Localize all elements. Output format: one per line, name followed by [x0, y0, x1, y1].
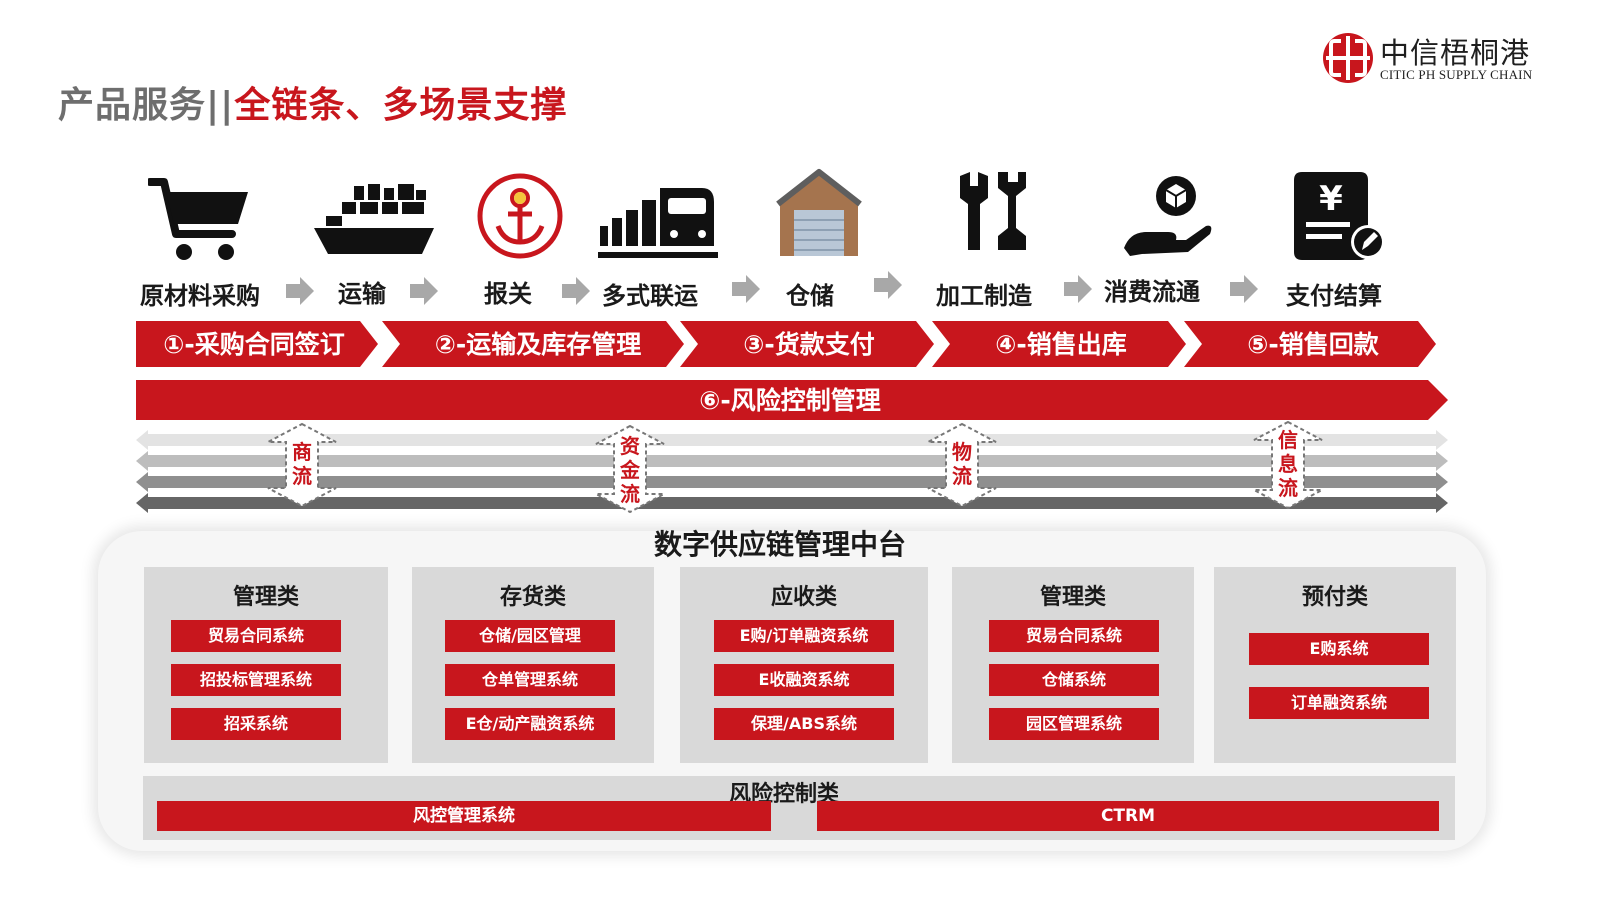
anchor-icon: [477, 173, 563, 259]
phase-label: ④-销售出库: [995, 330, 1127, 359]
phase-label: ③-货款支付: [743, 330, 875, 359]
step-label: 报关: [484, 280, 532, 308]
risk-control-bar: [136, 380, 1448, 420]
category-title: 存货类: [499, 585, 566, 610]
company-logo: 中信梧桐港 CITIC PH SUPPLY CHAIN: [1322, 30, 1572, 86]
system-item[interactable]: 招投标管理系统: [171, 664, 341, 696]
hand-box-icon: [1124, 176, 1212, 256]
system-item[interactable]: 仓单管理系统: [445, 664, 615, 696]
system-item[interactable]: 仓储/园区管理: [445, 620, 615, 652]
system-item[interactable]: 园区管理系统: [989, 708, 1159, 740]
phase-label: ①-采购合同签订: [163, 330, 345, 359]
phase-label: ⑤-销售回款: [1247, 330, 1379, 359]
page-title: 产品服务||全链条、多场景支撑: [58, 76, 567, 128]
risk-control-label: ⑥-风险控制管理: [699, 386, 881, 415]
category-receivables: 应收类 E购/订单融资系统 E收融资系统 保理/ABS系统: [680, 567, 928, 763]
system-item[interactable]: E收融资系统: [714, 664, 894, 696]
system-item[interactable]: 贸易合同系统: [171, 620, 341, 652]
category-title: 应收类: [770, 585, 837, 610]
step-label: 支付结算: [1286, 282, 1382, 310]
category-risk-control: 风险控制类 风控管理系统 CTRM: [143, 776, 1455, 840]
step-label: 消费流通: [1104, 278, 1200, 306]
warehouse-icon: [776, 169, 862, 256]
step-arrow-icon: [286, 277, 314, 305]
category-title: 管理类: [1039, 585, 1106, 610]
system-item[interactable]: E仓/动产融资系统: [445, 708, 615, 740]
system-item[interactable]: E购/订单融资系统: [714, 620, 894, 652]
step-arrow-icon: [874, 271, 902, 299]
flow-label-information: 信 息 流: [1278, 428, 1298, 500]
category-title: 预付类: [1301, 585, 1368, 610]
category-title: 管理类: [232, 585, 299, 610]
system-item[interactable]: 招采系统: [171, 708, 341, 740]
flow-double-arrows: [267, 420, 1323, 514]
system-item[interactable]: E购系统: [1249, 633, 1429, 665]
system-item-risk-management[interactable]: 风控管理系统: [157, 801, 771, 831]
step-arrow-icon: [1064, 275, 1092, 303]
step-label: 多式联运: [602, 282, 698, 310]
system-item-ctrm[interactable]: CTRM: [817, 801, 1439, 831]
logo-english-name: CITIC PH SUPPLY CHAIN: [1380, 67, 1533, 82]
step-arrow-icon: [1230, 275, 1258, 303]
payment-document-icon: ¥: [1294, 172, 1385, 260]
step-label: 运输: [338, 280, 386, 308]
flow-label-logistics: 物 流: [952, 440, 972, 488]
title-prefix: 产品服务||: [58, 85, 235, 126]
flow-lanes: [136, 430, 1448, 513]
phase-label: ②-运输及库存管理: [434, 330, 642, 359]
cargo-ship-icon: [314, 184, 434, 254]
tools-icon: [960, 172, 1026, 250]
category-management: 管理类 贸易合同系统 招投标管理系统 招采系统: [144, 567, 388, 763]
title-main: 全链条、多场景支撑: [234, 85, 568, 126]
system-item[interactable]: 仓储系统: [989, 664, 1159, 696]
category-management-2: 管理类 贸易合同系统 仓储系统 园区管理系统: [952, 567, 1194, 763]
citic-logo-icon: [1323, 33, 1373, 83]
flow-label-capital: 资 金 流: [620, 434, 640, 506]
step-arrow-icon: [732, 275, 760, 303]
platform-title: 数字供应链管理中台: [653, 528, 906, 561]
step-arrow-icon: [562, 277, 590, 305]
process-flow-graphic: [136, 321, 1448, 514]
svg-text:¥: ¥: [1319, 179, 1343, 219]
step-label: 原材料采购: [140, 282, 260, 310]
system-item[interactable]: 保理/ABS系统: [714, 708, 894, 740]
logo-chinese-name: 中信梧桐港: [1380, 36, 1531, 70]
step-arrow-icon: [410, 277, 438, 305]
shopping-cart-icon: [148, 178, 248, 260]
step-label: 加工制造: [936, 282, 1032, 310]
step-label: 仓储: [786, 282, 834, 310]
train-icon: [598, 188, 718, 258]
system-item[interactable]: 贸易合同系统: [989, 620, 1159, 652]
system-item[interactable]: 订单融资系统: [1249, 687, 1429, 719]
phase-chevrons: [136, 321, 1436, 367]
category-prepayment: 预付类 E购系统 订单融资系统: [1214, 567, 1456, 763]
category-inventory: 存货类 仓储/园区管理 仓单管理系统 E仓/动产融资系统: [412, 567, 654, 763]
flow-label-commerce: 商 流: [292, 440, 312, 488]
